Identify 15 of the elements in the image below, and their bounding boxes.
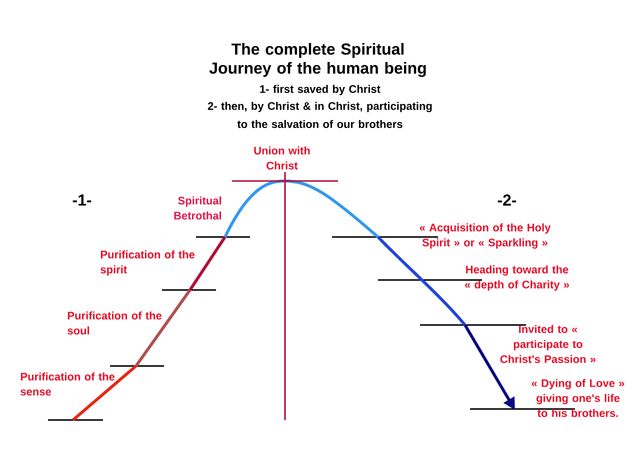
subtitle: 2- then, by Christ & in Christ, participating xyxy=(208,102,432,112)
stage-label: Purification of the sense xyxy=(20,372,115,396)
subtitle: 1- first saved by Christ xyxy=(260,84,380,96)
stage-label: Invited to « participate to Christ's Passion » xyxy=(500,324,596,364)
section-number: -1- xyxy=(72,194,92,206)
stage-label: Union with Christ xyxy=(254,146,310,170)
stage-label: Purification of the spirit xyxy=(100,250,195,276)
stage-label: Spiritual Betrothal xyxy=(174,196,222,220)
section-number: -2- xyxy=(498,194,516,206)
stage-label: « Dying of Love » giving one's life to his brothers. xyxy=(532,378,624,418)
title: The complete Spiritual Journey of the human being xyxy=(209,43,426,77)
stage-label: « Acquisition of the Holy Spirit » or « Sparkling » xyxy=(420,223,551,249)
subtitle: to the salvation of our brothers xyxy=(237,120,402,128)
stage-label: Purification of the soul xyxy=(68,311,162,335)
stage-label: Heading toward the « depth of Charity » xyxy=(464,265,570,291)
